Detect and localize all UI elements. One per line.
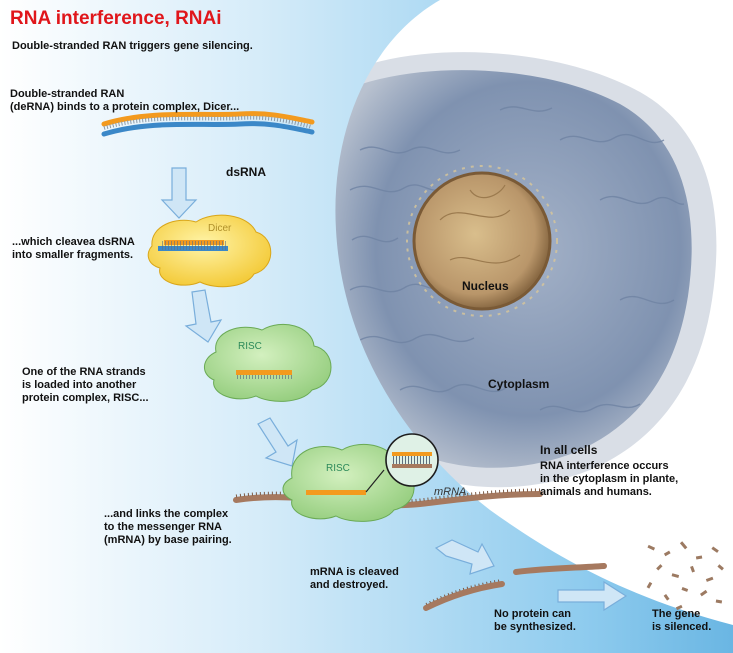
mrna-label: mRNA bbox=[434, 486, 466, 499]
risc-label-2: RISC bbox=[326, 462, 350, 475]
info-heading: In all cells bbox=[540, 444, 597, 457]
step-6-text: No protein can be synthesized. bbox=[494, 608, 576, 634]
step-4-text: ...and links the complex to the messenge… bbox=[104, 508, 232, 547]
debris-fragments bbox=[647, 541, 724, 610]
step-1-text: Double-stranded RAN (deRNA) binds to a p… bbox=[10, 88, 239, 114]
step-2-text: ...which cleavea dsRNA into smaller frag… bbox=[12, 236, 135, 262]
subtitle: Double-stranded RAN triggers gene silenc… bbox=[12, 40, 253, 53]
cytoplasm-label: Cytoplasm bbox=[488, 378, 549, 391]
risc2-rna bbox=[306, 490, 366, 495]
info-body: RNA interference occurs in the cytoplasm… bbox=[540, 460, 678, 499]
dicer-rna bbox=[158, 240, 228, 251]
risc-label-1: RISC bbox=[238, 340, 262, 353]
step-3-text: One of the RNA strands is loaded into an… bbox=[22, 366, 149, 405]
page-title: RNA interference, RNAi bbox=[10, 8, 222, 30]
dicer-label: Dicer bbox=[208, 222, 231, 235]
risc1-rna bbox=[236, 370, 292, 379]
step-5-text: mRNA is cleaved and destroyed. bbox=[310, 566, 399, 592]
step-7-text: The gene is silenced. bbox=[652, 608, 711, 634]
dsrna-label: dsRNA bbox=[226, 166, 266, 179]
nucleus-label: Nucleus bbox=[462, 280, 509, 293]
